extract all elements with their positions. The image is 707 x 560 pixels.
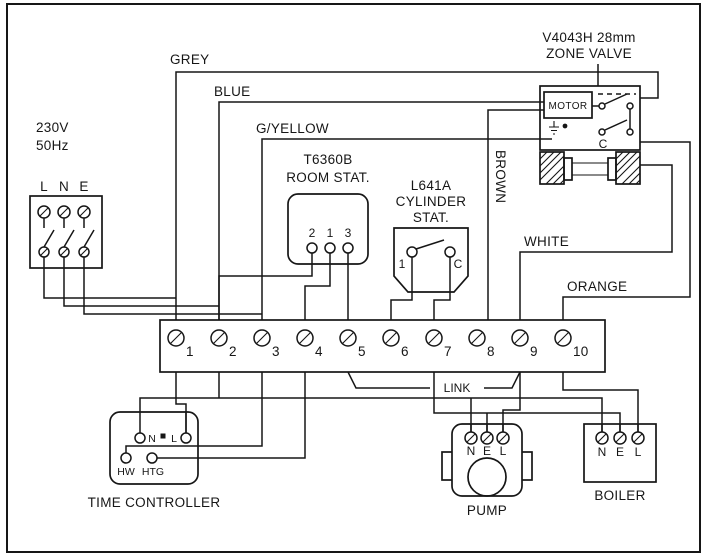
room-stat-terminal-2: 2	[309, 226, 316, 240]
strip-number-2: 2	[229, 344, 237, 359]
zone-valve-internals	[549, 64, 636, 136]
diagram-frame	[6, 3, 701, 553]
controller-terminal-n: N	[148, 433, 156, 445]
pump-terminals	[464, 431, 510, 445]
boiler-label: BOILER	[594, 488, 645, 503]
pump-terminal-e: E	[483, 444, 491, 458]
supply-frequency-label: 50Hz	[36, 138, 69, 153]
supply-terminal-n: N	[59, 179, 69, 194]
strip-number-7: 7	[444, 344, 452, 359]
valve-common-terminal: C	[599, 137, 608, 151]
wire-label-orange: ORANGE	[567, 279, 627, 294]
cylinder-stat-terminal-1: 1	[399, 257, 406, 271]
wire-label-brown: BROWN	[493, 150, 508, 203]
time-controller-label: TIME CONTROLLER	[88, 495, 221, 510]
valve-switch-arms	[592, 93, 631, 131]
component-boxes	[29, 85, 657, 497]
pump-label: PUMP	[467, 503, 507, 518]
cylinder-stat-name-1: CYLINDER	[396, 194, 467, 209]
wire-grey	[175, 71, 659, 320]
wire-green-yellow	[261, 138, 552, 320]
pump-impeller	[467, 457, 507, 497]
controller-terminal-hw: HW	[117, 466, 135, 478]
cylinder-stat-switch-arm	[415, 239, 445, 250]
time-controller-box	[109, 411, 199, 485]
room-stat-terminals	[306, 242, 354, 254]
zone-valve-model: V4043H 28mm	[542, 30, 635, 45]
wire-label-green-yellow: G/YELLOW	[256, 121, 329, 136]
strip-number-1: 1	[186, 344, 194, 359]
cylinder-stat-wires	[390, 257, 451, 320]
room-stat-terminal-3: 3	[345, 226, 352, 240]
wire-label-grey: GREY	[170, 52, 209, 67]
cylinder-stat-name-2: STAT.	[413, 210, 449, 225]
strip-number-6: 6	[401, 344, 409, 359]
strip-number-5: 5	[358, 344, 366, 359]
room-stat-model: T6360B	[303, 152, 352, 167]
boiler-box	[583, 423, 657, 483]
link-wire	[347, 371, 521, 389]
link-label: LINK	[444, 381, 471, 395]
neutral-bus	[139, 397, 603, 433]
wire-blue	[218, 101, 544, 320]
strip-number-8: 8	[487, 344, 495, 359]
earth-symbol	[549, 121, 568, 135]
boiler-terminal-e: E	[616, 445, 624, 459]
cylinder-stat-terminals	[406, 239, 456, 258]
wire-label-white: WHITE	[524, 234, 569, 249]
cylinder-stat-terminal-c: C	[454, 257, 463, 271]
wire-white	[519, 164, 673, 320]
wires	[43, 71, 691, 459]
terminal-strip-screws	[167, 329, 572, 347]
motor-label: MOTOR	[548, 101, 587, 112]
strip-number-10: 10	[573, 344, 589, 359]
mains-supply-terminals	[37, 205, 95, 258]
terminal-strip	[159, 319, 606, 373]
labels: 230V 50Hz L N E GREY BLUE G/YELLOW BROWN…	[36, 30, 645, 518]
pump-live-wire	[502, 372, 521, 432]
controller-terminal-l: L	[171, 433, 177, 445]
pump-terminal-n: N	[467, 444, 476, 458]
strip-number-3: 3	[272, 344, 280, 359]
valve-hatching	[539, 151, 641, 185]
wire-label-blue: BLUE	[214, 84, 250, 99]
boiler-terminals	[595, 431, 645, 445]
supply-feed-wires	[43, 257, 262, 315]
controller-terminal-htg: HTG	[142, 466, 164, 478]
boiler-terminal-l: L	[635, 445, 642, 459]
strip-number-9: 9	[530, 344, 538, 359]
supply-terminal-e: E	[79, 179, 88, 194]
hw-wire	[125, 372, 263, 453]
supply-terminal-l: L	[40, 179, 48, 194]
supply-voltage-label: 230V	[36, 120, 69, 135]
zone-valve-name: ZONE VALVE	[546, 46, 632, 61]
motor-box	[543, 91, 593, 119]
wire-brown	[487, 109, 544, 320]
boiler-terminal-n: N	[598, 445, 607, 459]
room-stat-name: ROOM STAT.	[286, 170, 370, 185]
isolator-switch-blades	[43, 229, 95, 248]
pump-terminal-l: L	[500, 444, 507, 458]
strip-number-4: 4	[315, 344, 323, 359]
time-controller-terminals	[120, 432, 192, 464]
htg-wire	[157, 372, 306, 459]
wire-orange	[562, 141, 691, 320]
room-stat-terminal-1: 1	[327, 226, 334, 240]
boiler-live-wire	[562, 372, 639, 432]
cylinder-stat-model: L641A	[411, 178, 452, 193]
room-stat-wires	[218, 253, 349, 320]
